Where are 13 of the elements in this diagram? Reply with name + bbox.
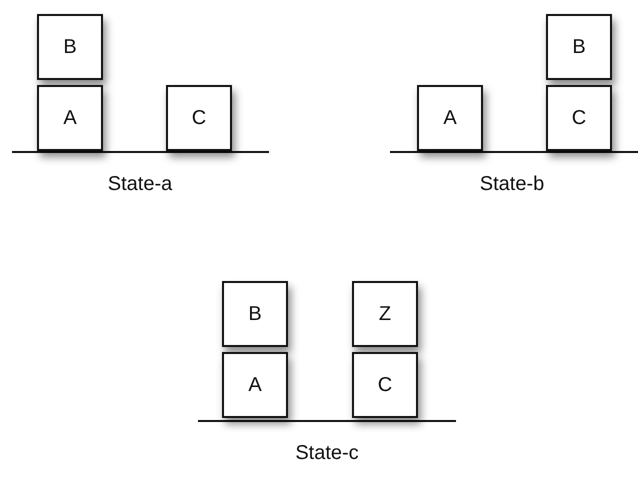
block: Z [352, 281, 418, 347]
state-caption: State-c [295, 442, 359, 465]
block: C [352, 352, 418, 418]
block: A [417, 85, 483, 151]
block: C [546, 85, 612, 151]
state-caption: State-b [480, 173, 544, 196]
block: B [546, 14, 612, 80]
state-caption: State-a [108, 173, 172, 196]
block: A [37, 85, 103, 151]
block: B [37, 14, 103, 80]
block: A [222, 352, 288, 418]
block: B [222, 281, 288, 347]
block: C [166, 85, 232, 151]
